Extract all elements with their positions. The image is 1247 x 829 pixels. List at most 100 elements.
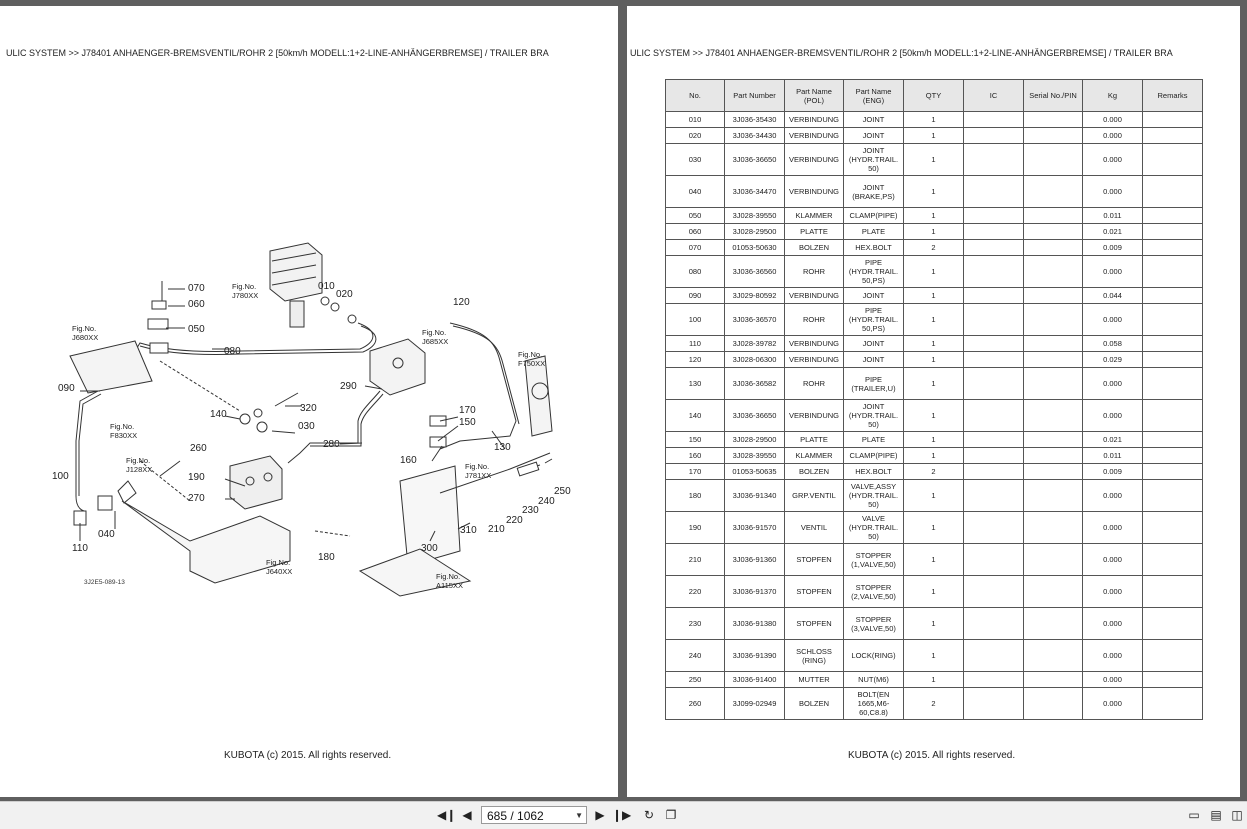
cell-serial bbox=[1023, 463, 1083, 480]
cell-ic bbox=[963, 639, 1024, 672]
cell-part-name-eng: CLAMP(PIPE) bbox=[843, 207, 904, 224]
cell-part-number: 3J099-02949 bbox=[724, 687, 785, 720]
callout-220: 220 bbox=[506, 515, 523, 526]
first-page-icon[interactable]: ◀❙ bbox=[437, 808, 457, 822]
cell-no: 090 bbox=[665, 287, 725, 304]
continuous-view-icon[interactable]: ▤ bbox=[1210, 808, 1222, 822]
cell-kg: 0.000 bbox=[1082, 367, 1143, 400]
cell-remarks bbox=[1142, 143, 1203, 176]
fig-ref-label: Fig.No.J680XX bbox=[72, 324, 98, 342]
cell-serial bbox=[1023, 447, 1083, 464]
cell-part-number: 3J036-36570 bbox=[724, 303, 785, 336]
cell-serial bbox=[1023, 287, 1083, 304]
cell-serial bbox=[1023, 351, 1083, 368]
cell-part-name-eng: JOINT bbox=[843, 351, 904, 368]
cell-kg: 0.021 bbox=[1082, 223, 1143, 240]
cell-ic bbox=[963, 351, 1024, 368]
parts-table: No. Part Number Part Name (POL) Part Nam… bbox=[665, 79, 1203, 720]
cell-kg: 0.000 bbox=[1082, 143, 1143, 176]
callout-210: 210 bbox=[488, 524, 505, 535]
previous-page-icon[interactable]: ◀ bbox=[462, 808, 472, 822]
cell-part-name-pol: STOPFEN bbox=[784, 543, 844, 576]
fig-ref-label: Fig.No.A115XX bbox=[436, 572, 463, 590]
cell-part-name-eng: PLATE bbox=[843, 431, 904, 448]
cell-part-number: 3J028-39782 bbox=[724, 335, 785, 352]
page-number-input[interactable]: 685 / 1062 ▼ bbox=[481, 806, 587, 824]
cell-kg: 0.000 bbox=[1082, 303, 1143, 336]
cell-qty: 2 bbox=[903, 687, 964, 720]
cell-no: 220 bbox=[665, 575, 725, 608]
cell-qty: 1 bbox=[903, 287, 964, 304]
cell-part-name-pol: VERBINDUNG bbox=[784, 175, 844, 208]
last-page-icon[interactable]: ❙▶ bbox=[612, 808, 632, 822]
fig-ref-label: Fig.No.J780XX bbox=[232, 282, 258, 300]
cell-part-name-eng: HEX.BOLT bbox=[843, 239, 904, 256]
cell-no: 080 bbox=[665, 255, 725, 288]
right-page: ULIC SYSTEM >> J78401 ANHAENGER-BREMSVEN… bbox=[627, 6, 1240, 797]
cell-part-name-eng: JOINT (HYDR.TRAIL. 50) bbox=[843, 143, 904, 176]
cell-ic bbox=[963, 575, 1024, 608]
cell-remarks bbox=[1142, 175, 1203, 208]
two-page-view-icon[interactable]: ◫ bbox=[1231, 808, 1243, 822]
cell-part-name-eng: PLATE bbox=[843, 223, 904, 240]
cell-no: 140 bbox=[665, 399, 725, 432]
cell-remarks bbox=[1142, 447, 1203, 464]
cell-ic bbox=[963, 175, 1024, 208]
cell-part-number: 3J036-36650 bbox=[724, 143, 785, 176]
cell-ic bbox=[963, 223, 1024, 240]
cell-part-name-pol: VERBINDUNG bbox=[784, 111, 844, 128]
cell-qty: 1 bbox=[903, 127, 964, 144]
cell-ic bbox=[963, 447, 1024, 464]
cell-remarks bbox=[1142, 287, 1203, 304]
parts-table-header: No. Part Number Part Name (POL) Part Nam… bbox=[665, 79, 1203, 112]
cell-part-name-pol: PLATTE bbox=[784, 431, 844, 448]
cell-serial bbox=[1023, 143, 1083, 176]
cell-part-name-eng: STOPPER (1,VALVE,50) bbox=[843, 543, 904, 576]
viewer-toolbar: ◀❙ ◀ 685 / 1062 ▼ ▶ ❙▶ ↻ ❐ ▭ ▤ ◫ bbox=[0, 801, 1247, 829]
cell-kg: 0.058 bbox=[1082, 335, 1143, 352]
cell-remarks bbox=[1142, 575, 1203, 608]
single-page-view-icon[interactable]: ▭ bbox=[1188, 808, 1200, 822]
col-header-part-name-eng: Part Name (ENG) bbox=[843, 79, 904, 112]
callout-130: 130 bbox=[494, 442, 511, 453]
cell-kg: 0.000 bbox=[1082, 479, 1143, 512]
cell-part-name-eng: NUT(M6) bbox=[843, 671, 904, 688]
cell-part-name-pol: MUTTER bbox=[784, 671, 844, 688]
rotate-page-icon[interactable]: ↻ bbox=[643, 808, 655, 822]
cell-ic bbox=[963, 207, 1024, 224]
col-header-ic: IC bbox=[963, 79, 1024, 112]
cell-part-number: 3J036-34430 bbox=[724, 127, 785, 144]
cell-no: 070 bbox=[665, 239, 725, 256]
cell-qty: 2 bbox=[903, 463, 964, 480]
cell-part-name-pol: VERBINDUNG bbox=[784, 127, 844, 144]
cell-serial bbox=[1023, 175, 1083, 208]
callout-070: 070 bbox=[188, 283, 205, 294]
left-page-header: ULIC SYSTEM >> J78401 ANHAENGER-BREMSVEN… bbox=[6, 48, 549, 58]
cell-part-number: 3J036-91390 bbox=[724, 639, 785, 672]
callout-310: 310 bbox=[460, 525, 477, 536]
next-page-icon[interactable]: ▶ bbox=[595, 808, 605, 822]
copy-page-icon[interactable]: ❐ bbox=[665, 808, 677, 822]
callout-180: 180 bbox=[318, 552, 335, 563]
cell-remarks bbox=[1142, 223, 1203, 240]
cell-remarks bbox=[1142, 399, 1203, 432]
cell-part-name-eng: PIPE (HYDR.TRAIL. 50,PS) bbox=[843, 255, 904, 288]
cell-ic bbox=[963, 303, 1024, 336]
cell-part-number: 3J028-29500 bbox=[724, 431, 785, 448]
cell-part-name-pol: ROHR bbox=[784, 255, 844, 288]
cell-qty: 1 bbox=[903, 175, 964, 208]
cell-no: 010 bbox=[665, 111, 725, 128]
cell-part-name-eng: JOINT bbox=[843, 127, 904, 144]
cell-no: 190 bbox=[665, 511, 725, 544]
col-header-no: No. bbox=[665, 79, 725, 112]
